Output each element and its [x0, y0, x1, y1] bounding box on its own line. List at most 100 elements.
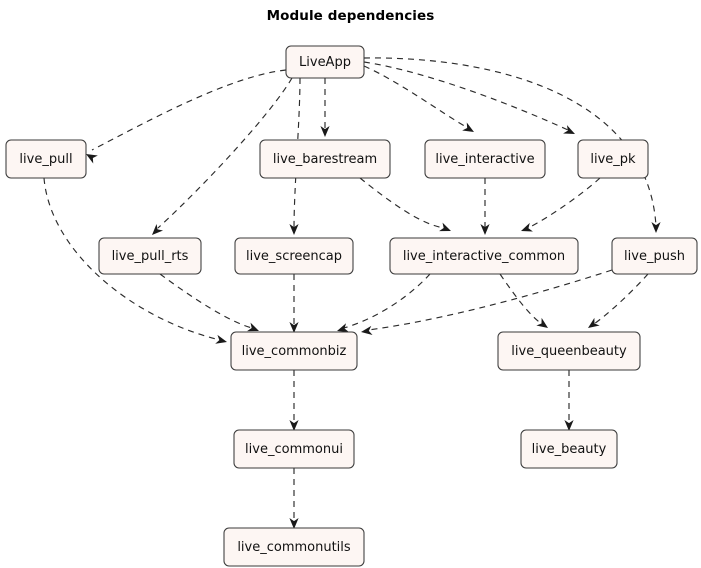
arrowhead-icon	[521, 222, 533, 232]
edge-LiveApp-to-live_pk	[363, 61, 575, 134]
node-live_push[interactable]: live_push	[611, 237, 698, 275]
edge-LiveApp-to-live_screencap	[289, 77, 301, 235]
edge-line	[293, 77, 301, 229]
node-live_beauty[interactable]: live_beauty	[520, 429, 618, 469]
node-live_pull_rts[interactable]: live_pull_rts	[98, 237, 202, 275]
edge-line	[363, 65, 469, 129]
node-label: LiveApp	[299, 55, 351, 70]
arrowhead-icon	[480, 224, 490, 235]
edge-line	[91, 69, 287, 151]
node-box[interactable]	[520, 429, 618, 469]
node-box[interactable]	[5, 139, 87, 179]
node-live_queenbeauty[interactable]: live_queenbeauty	[497, 331, 641, 371]
node-box[interactable]	[259, 139, 391, 179]
edge-line	[527, 177, 601, 229]
node-box[interactable]	[424, 139, 546, 179]
arrowhead-icon	[289, 518, 299, 529]
edge-LiveApp-to-live_pull_rts	[152, 77, 293, 235]
arrowhead-icon	[289, 224, 299, 235]
edge-live_pull-to-live_commonbiz	[43, 177, 227, 344]
node-live_screencap[interactable]: live_screencap	[234, 237, 354, 275]
node-live_pull[interactable]: live_pull	[5, 139, 87, 179]
arrowhead-icon	[462, 122, 474, 132]
edge-LiveApp-to-live_barestream	[320, 78, 330, 137]
edge-live_barestream-to-live_interactive_common	[359, 177, 451, 232]
edge-live_commonbiz-to-live_commonui	[289, 370, 299, 431]
node-live_commonutils[interactable]: live_commonutils	[223, 527, 365, 567]
node-LiveApp[interactable]: LiveApp	[285, 45, 365, 79]
node-box[interactable]	[577, 139, 649, 179]
arrowhead-icon	[152, 223, 164, 235]
arrowhead-icon	[337, 323, 349, 332]
edge-line	[343, 273, 431, 329]
node-box[interactable]	[233, 429, 355, 469]
node-box[interactable]	[223, 527, 365, 567]
edge-line	[367, 269, 613, 331]
edge-line	[499, 273, 543, 325]
node-live_commonui[interactable]: live_commonui	[233, 429, 355, 469]
node-live_commonbiz[interactable]: live_commonbiz	[230, 331, 358, 371]
edge-line	[359, 177, 445, 229]
arrowhead-icon	[86, 154, 98, 164]
arrowhead-icon	[247, 322, 259, 332]
edge-live_interactive-to-live_interactive_common	[480, 178, 490, 235]
arrowhead-icon	[320, 126, 330, 137]
arrowhead-icon	[564, 420, 574, 431]
edge-live_interactive_common-to-live_commonbiz	[337, 273, 431, 332]
page-title: Module dependencies	[266, 8, 435, 24]
node-label: live_screencap	[246, 249, 342, 264]
node-label: live_beauty	[532, 442, 607, 457]
edge-line	[157, 77, 293, 229]
arrowhead-icon	[651, 222, 661, 233]
arrowhead-icon	[439, 222, 451, 232]
edge-live_screencap-to-live_commonbiz	[289, 274, 299, 333]
edge-line	[159, 273, 253, 329]
node-label: live_pull	[19, 152, 72, 167]
edge-line	[363, 61, 569, 131]
arrowhead-icon	[361, 325, 373, 336]
edge-live_commonui-to-live_commonutils	[289, 468, 299, 529]
node-live_interactive_common[interactable]: live_interactive_common	[389, 237, 579, 275]
node-label: live_queenbeauty	[511, 344, 627, 359]
nodes-layer: LiveApp live_pull live_barestream live_inte…	[5, 45, 698, 567]
edge-live_queenbeauty-to-live_beauty	[564, 370, 574, 431]
node-box[interactable]	[389, 237, 579, 275]
node-live_interactive[interactable]: live_interactive	[424, 139, 546, 179]
arrowhead-icon	[289, 420, 299, 431]
edge-LiveApp-to-live_push	[363, 57, 661, 233]
node-box[interactable]	[285, 45, 365, 79]
node-box[interactable]	[230, 331, 358, 371]
node-live_pk[interactable]: live_pk	[577, 139, 649, 179]
node-label: live_commonutils	[237, 540, 351, 555]
edge-line	[363, 57, 657, 227]
edge-live_pull_rts-to-live_commonbiz	[159, 273, 259, 332]
arrowhead-icon	[536, 317, 548, 328]
edge-LiveApp-to-live_interactive	[363, 65, 474, 132]
arrowhead-icon	[563, 125, 575, 134]
arrowhead-icon	[215, 334, 227, 344]
edge-live_interactive_common-to-live_queenbeauty	[499, 273, 548, 328]
node-label: live_barestream	[273, 152, 377, 167]
node-label: live_pull_rts	[112, 249, 189, 264]
node-label: live_commonbiz	[242, 344, 347, 359]
node-label: live_push	[624, 249, 685, 264]
node-box[interactable]	[611, 237, 698, 275]
arrowhead-icon	[588, 317, 600, 328]
node-label: live_commonui	[245, 442, 343, 457]
edge-LiveApp-to-live_pull	[86, 69, 287, 164]
edges-layer	[43, 57, 661, 529]
node-live_barestream[interactable]: live_barestream	[259, 139, 391, 179]
edge-live_push-to-live_commonbiz	[361, 269, 613, 336]
edge-line	[43, 177, 221, 341]
node-box[interactable]	[234, 237, 354, 275]
edge-live_pk-to-live_interactive_common	[521, 177, 601, 232]
node-label: live_interactive	[435, 152, 534, 167]
node-box[interactable]	[98, 237, 202, 275]
edge-live_push-to-live_queenbeauty	[588, 273, 649, 328]
node-box[interactable]	[497, 331, 641, 371]
arrowhead-icon	[289, 322, 299, 333]
node-label: live_interactive_common	[403, 249, 565, 264]
edge-line	[593, 273, 649, 325]
